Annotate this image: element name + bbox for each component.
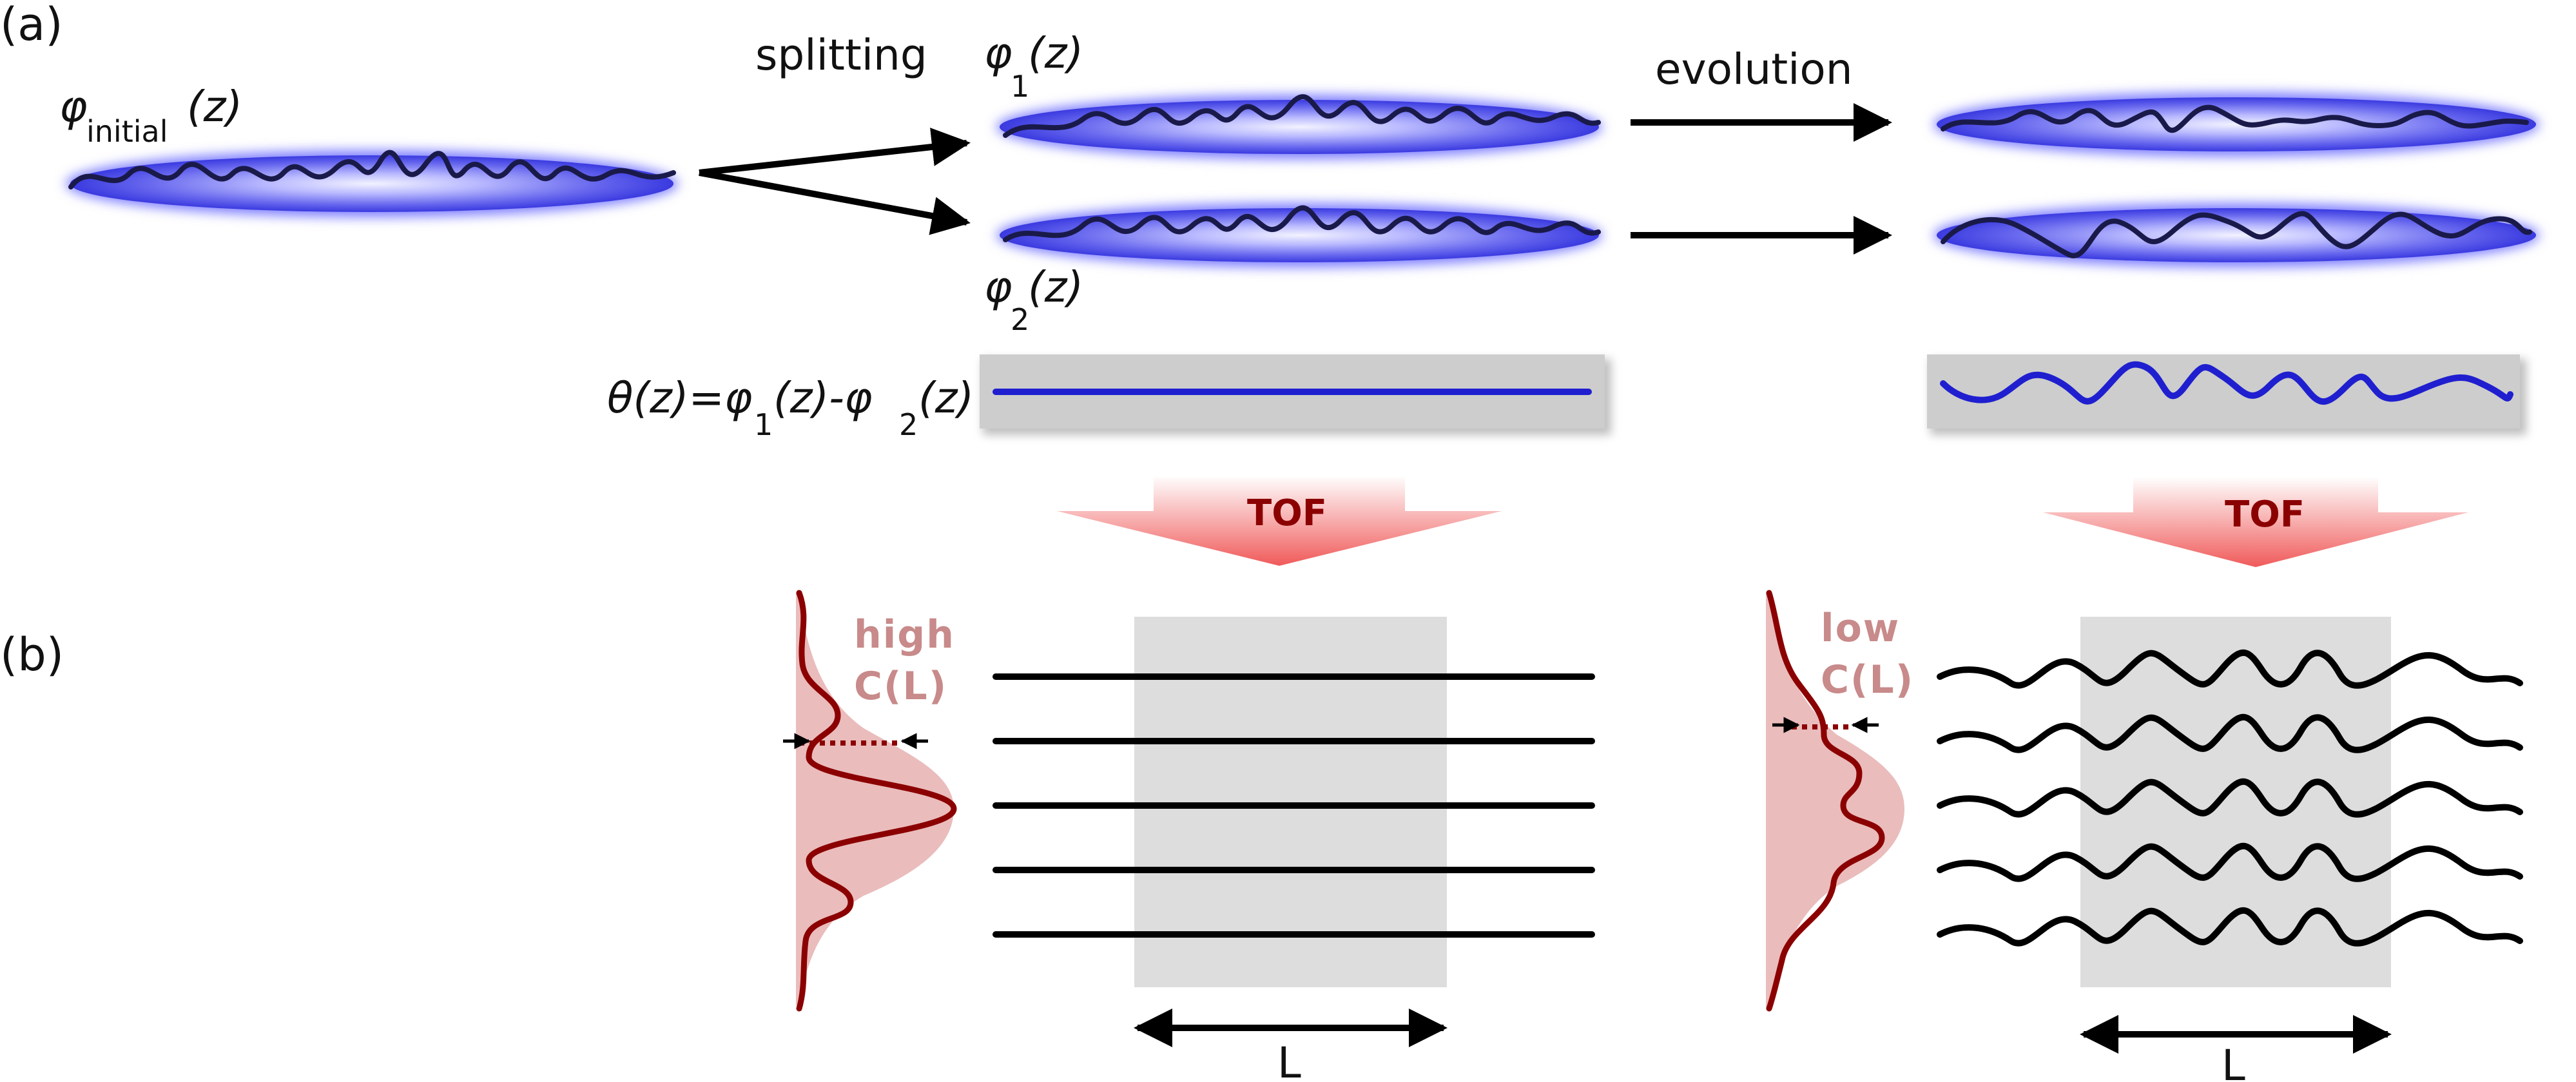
phi-initial-label: φ initial (z) bbox=[59, 82, 242, 149]
svg-text:(z): (z) bbox=[187, 82, 242, 131]
contrast-label-left: C(L) bbox=[854, 664, 947, 709]
gaussian-envelope-right bbox=[1766, 593, 1904, 1009]
svg-text:L: L bbox=[2222, 1041, 2245, 1082]
evolution-arrows bbox=[1631, 103, 1892, 255]
wavy-fringes bbox=[1937, 650, 2523, 947]
density-profile-right bbox=[1766, 590, 1904, 1012]
panel-label-b: (b) bbox=[0, 628, 64, 681]
evolved-cloud-2 bbox=[1933, 203, 2539, 267]
svg-text:L: L bbox=[1277, 1038, 1301, 1082]
svg-text:φ: φ bbox=[984, 28, 1012, 78]
svg-text:φ: φ bbox=[984, 262, 1012, 312]
straight-fringes bbox=[993, 673, 1595, 938]
svg-text:φ: φ bbox=[59, 82, 88, 131]
svg-text:(z): (z) bbox=[918, 373, 974, 423]
splitting-arrows bbox=[699, 128, 971, 235]
tof-arrow-right: TOF bbox=[2043, 477, 2468, 567]
low-label: low bbox=[1821, 606, 1900, 651]
fringe-profile-left bbox=[796, 590, 957, 1012]
high-label: high bbox=[854, 612, 955, 657]
svg-text:2: 2 bbox=[899, 407, 918, 442]
svg-text:1: 1 bbox=[754, 407, 773, 442]
initial-phase-profile bbox=[68, 150, 676, 189]
svg-text:(z)-φ: (z)-φ bbox=[773, 373, 873, 423]
svg-text:1: 1 bbox=[1011, 69, 1029, 104]
svg-text:TOF: TOF bbox=[2225, 494, 2305, 536]
phi2-label: φ 2 (z) bbox=[984, 262, 1083, 337]
relative-phase-box-initial bbox=[980, 354, 1611, 435]
length-arrow-right: L bbox=[2080, 1015, 2392, 1082]
theta-equation: θ(z)=φ 1 (z)-φ 2 (z) bbox=[607, 373, 974, 442]
svg-text:(z): (z) bbox=[1028, 262, 1083, 312]
evolved-phase-profile-1 bbox=[1941, 104, 2529, 133]
svg-text:2: 2 bbox=[1011, 302, 1029, 337]
panel-label-a: (a) bbox=[0, 0, 63, 51]
evolution-label: evolution bbox=[1655, 44, 1853, 94]
cloud-phi1 bbox=[996, 94, 1602, 159]
evolved-cloud-1 bbox=[1933, 92, 2539, 157]
cloud-phi2 bbox=[996, 203, 1602, 267]
length-arrow-left: L bbox=[1134, 1009, 1448, 1082]
splitting-label: splitting bbox=[755, 30, 927, 80]
fringe-profile-right bbox=[1766, 590, 1885, 1012]
gaussian-envelope-left bbox=[796, 593, 954, 1005]
relative-phase-wavy-line bbox=[1940, 361, 2513, 405]
initial-cloud bbox=[66, 150, 678, 217]
svg-text:TOF: TOF bbox=[1247, 492, 1327, 534]
phi1-label: φ 1 (z) bbox=[984, 28, 1083, 104]
density-profile-left bbox=[783, 590, 957, 1012]
svg-text:initial: initial bbox=[86, 114, 168, 149]
svg-text:(z): (z) bbox=[1028, 28, 1083, 78]
phi1-phase-profile bbox=[1003, 94, 1601, 138]
evolved-phase-profile-2 bbox=[1941, 211, 2532, 258]
phi2-phase-profile bbox=[1003, 205, 1601, 242]
svg-text:θ(z)=φ: θ(z)=φ bbox=[607, 373, 752, 423]
tof-arrow-left: TOF bbox=[1057, 476, 1502, 566]
relative-phase-box-evolved bbox=[1927, 354, 2526, 435]
contrast-label-right: C(L) bbox=[1821, 657, 1914, 702]
